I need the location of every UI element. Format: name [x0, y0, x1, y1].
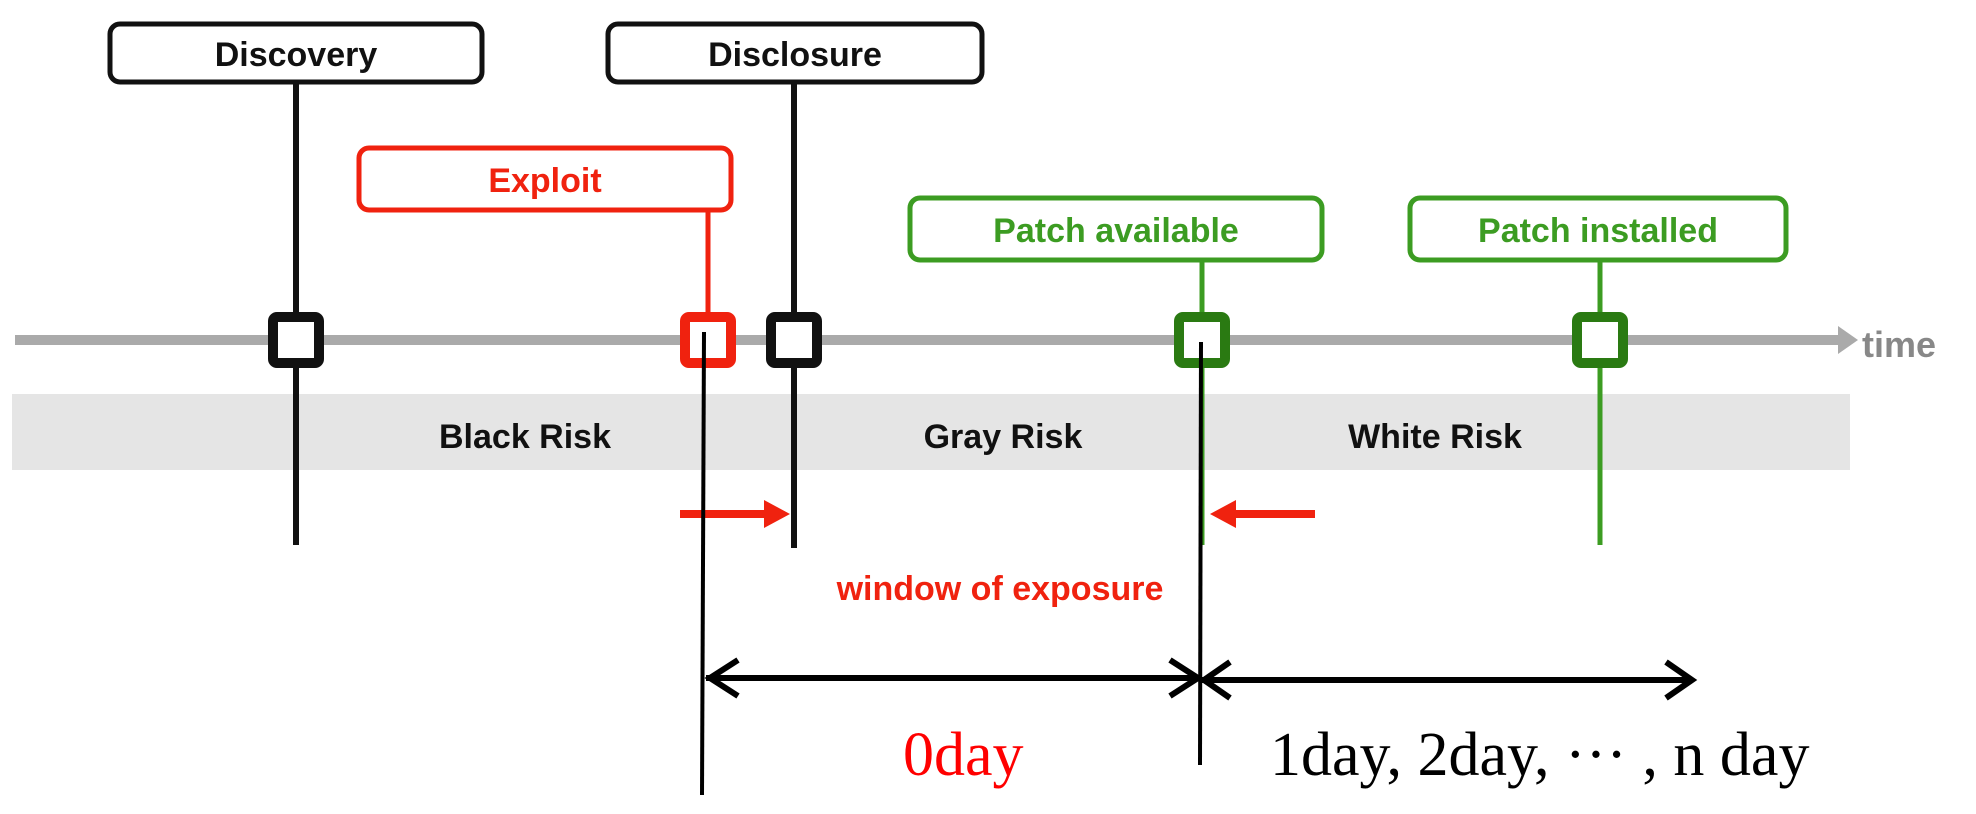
disclosure-marker	[766, 312, 822, 368]
discovery-marker	[268, 312, 324, 368]
risk-band	[12, 394, 1850, 470]
timeline-arrowhead-icon	[1838, 326, 1858, 354]
exposure-end-arrowhead-icon	[1210, 500, 1236, 528]
patch-available-box	[907, 195, 1325, 263]
n-day-right-arrowhead-icon	[1664, 659, 1698, 701]
patch-installed-box	[1407, 195, 1789, 263]
white-risk-label: White Risk	[1348, 418, 1522, 456]
discovery-label: Discovery	[215, 36, 378, 74]
discovery-box	[107, 21, 485, 85]
zero-day-start-line	[700, 331, 706, 796]
disclosure-box	[605, 21, 985, 85]
time-axis-label: time	[1862, 324, 1936, 365]
gray-risk-label: Gray Risk	[924, 418, 1083, 456]
n-day-label: 1day, 2day, ··· , n day	[1270, 721, 1809, 789]
patch-installed-marker	[1572, 312, 1628, 368]
exploit-label: Exploit	[488, 162, 601, 200]
exploit-box	[356, 145, 734, 213]
disclosure-label: Disclosure	[708, 36, 882, 74]
zero-day-end-line	[1198, 341, 1203, 766]
zero-day-label: 0day	[903, 721, 1024, 789]
patch-available-label: Patch available	[993, 212, 1239, 250]
zero-day-right-arrowhead-icon	[1168, 657, 1204, 699]
zero-day-left-arrowhead-icon	[704, 657, 740, 699]
patch-installed-label: Patch installed	[1478, 212, 1718, 250]
exploit-marker	[680, 312, 736, 368]
exposure-start-arrowhead-icon	[764, 500, 790, 528]
black-risk-label: Black Risk	[439, 418, 611, 456]
window-of-exposure-label: window of exposure	[836, 570, 1164, 608]
n-day-left-arrowhead-icon	[1198, 659, 1232, 701]
